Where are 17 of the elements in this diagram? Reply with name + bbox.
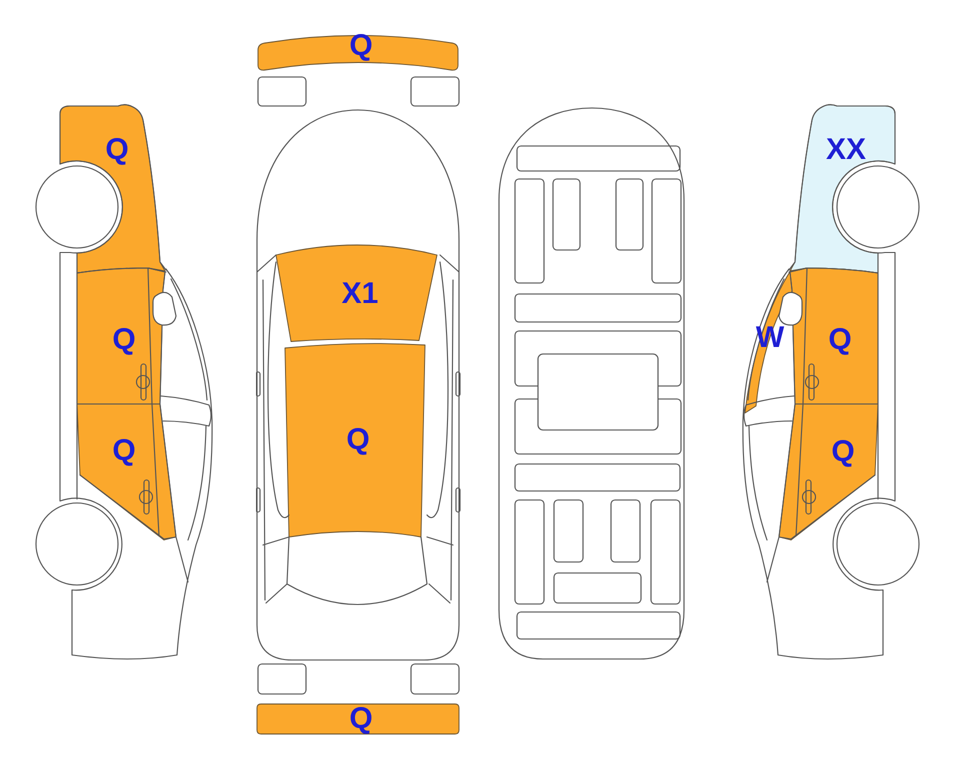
damage-code: Q	[349, 31, 373, 61]
damage-code: Q	[828, 325, 852, 355]
car-body-panel	[76, 402, 178, 542]
car-body-panel	[283, 343, 427, 540]
damage-code: Q	[346, 425, 370, 455]
damage-code: Q	[105, 135, 129, 165]
damage-code: Q	[831, 437, 855, 467]
car-body-panel	[274, 243, 439, 342]
damage-code: Q	[112, 436, 136, 466]
car-body-panel	[777, 402, 879, 542]
damage-code: Q	[112, 325, 136, 355]
car-body-panel	[256, 703, 460, 735]
car-body-panel	[76, 266, 167, 406]
damage-code: X1	[342, 279, 378, 309]
damage-code: Q	[349, 704, 373, 734]
car-body-panel	[788, 266, 879, 406]
damage-code: XX	[826, 135, 866, 165]
